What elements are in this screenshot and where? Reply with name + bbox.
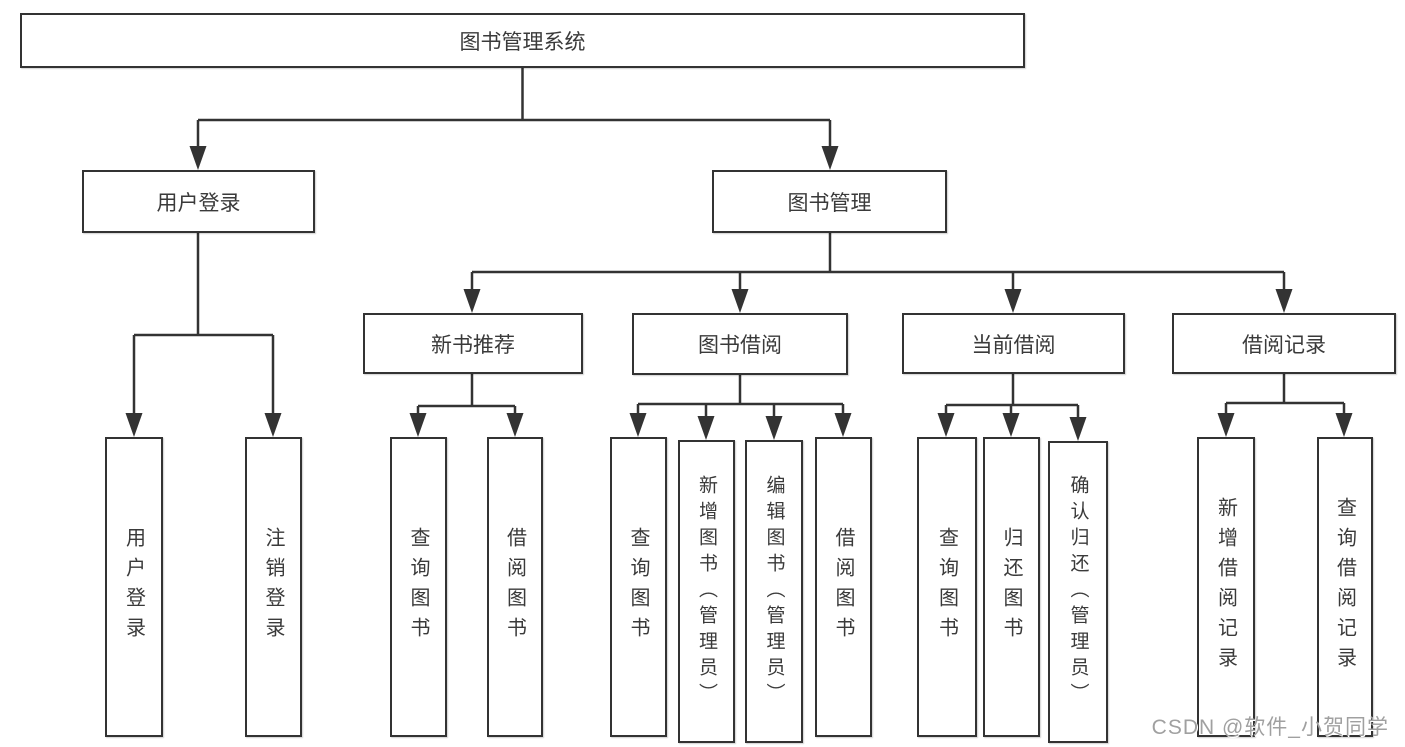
arrowhead [1069, 417, 1087, 441]
leaf-logout-login: 注销登录 [245, 437, 302, 737]
node-borrowing-records: 借阅记录 [1172, 313, 1396, 374]
arrowhead [821, 146, 839, 170]
arrowhead [1217, 413, 1235, 437]
arrowhead [697, 416, 715, 440]
arrowhead [937, 413, 955, 437]
arrowhead [629, 413, 647, 437]
leaf-borrow-books: 借阅图书 [487, 437, 543, 737]
leaf-user-login: 用户登录 [105, 437, 163, 737]
leaf-add-books-admin: 新增图书（管理员） [678, 440, 735, 743]
arrowhead [1004, 289, 1022, 313]
connector-lines [132, 68, 1346, 425]
node-book-management: 图书管理 [712, 170, 947, 233]
node-current-borrowing: 当前借阅 [902, 313, 1125, 374]
leaf-confirm-return-admin: 确认归还（管理员） [1048, 441, 1108, 743]
node-book-borrowing: 图书借阅 [632, 313, 848, 375]
arrowhead [1275, 289, 1293, 313]
leaf-query-books: 查询图书 [610, 437, 667, 737]
arrowhead [1335, 413, 1353, 437]
arrowhead [1002, 413, 1020, 437]
leaf-borrow-books: 借阅图书 [815, 437, 872, 737]
connector-arrowheads [125, 146, 1353, 441]
leaf-query-books: 查询图书 [390, 437, 447, 737]
leaf-return-books: 归还图书 [983, 437, 1040, 737]
arrowhead [409, 413, 427, 437]
arrowhead [506, 413, 524, 437]
leaf-query-books: 查询图书 [917, 437, 977, 737]
arrowhead [834, 413, 852, 437]
node-library-system: 图书管理系统 [20, 13, 1025, 68]
arrowhead [189, 146, 207, 170]
node-new-book-recommend: 新书推荐 [363, 313, 583, 374]
arrowhead [765, 416, 783, 440]
node-user-login: 用户登录 [82, 170, 315, 233]
leaf-edit-books-admin: 编辑图书（管理员） [745, 440, 803, 743]
csdn-watermark: CSDN @软件_小贺同学 [1151, 716, 1389, 739]
arrowhead [264, 413, 282, 437]
arrowhead [731, 289, 749, 313]
leaf-add-borrow-record: 新增借阅记录 [1197, 437, 1255, 737]
arrowhead [463, 289, 481, 313]
arrowhead [125, 413, 143, 437]
leaf-query-borrow-record: 查询借阅记录 [1317, 437, 1373, 737]
